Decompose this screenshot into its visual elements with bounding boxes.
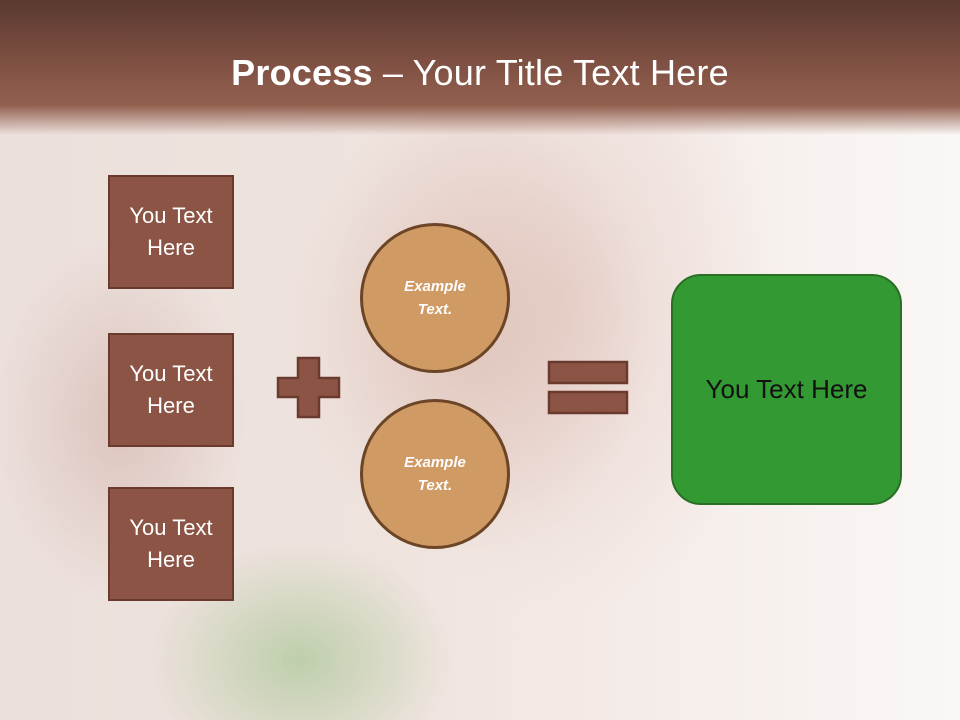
result-label: You Text Here [705,374,868,404]
circle-line1: Example [404,278,466,295]
plus-icon [276,356,341,419]
equals-icon [547,360,629,415]
circle-line2: Text. [417,301,453,318]
left-box-label: You Text Here [129,203,213,260]
left-box-label: You Text Here [129,515,213,572]
left-box-1[interactable]: You Text Here [108,175,234,289]
title-rest: – Your Title Text Here [372,52,729,93]
circle-line2: Text. [417,477,453,494]
slide-title: Process – Your Title Text Here [0,52,960,94]
left-box-3[interactable]: You Text Here [108,487,234,601]
title-banner [0,0,960,135]
title-bold: Process [231,52,373,93]
result-box[interactable]: You Text Here [671,274,902,505]
left-box-2[interactable]: You Text Here [108,333,234,447]
circle-line1: Example [404,454,466,471]
left-box-label: You Text Here [129,361,213,418]
